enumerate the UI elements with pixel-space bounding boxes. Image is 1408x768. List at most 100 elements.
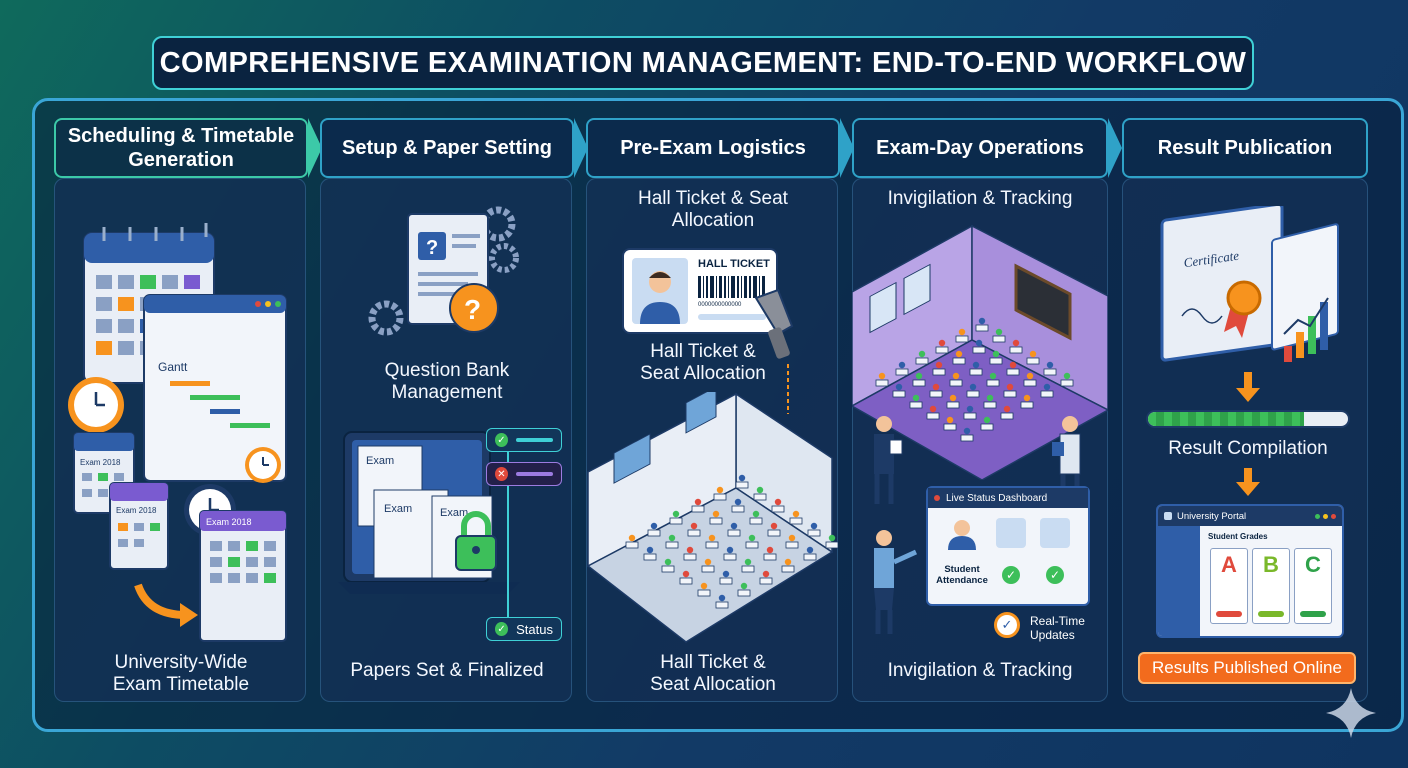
desk bbox=[943, 423, 957, 431]
desk bbox=[735, 481, 749, 489]
desk bbox=[745, 541, 759, 549]
desk bbox=[946, 401, 960, 409]
desk bbox=[683, 553, 697, 561]
desk bbox=[719, 577, 733, 585]
student bbox=[966, 405, 974, 413]
student bbox=[1043, 383, 1051, 391]
header-line: Scheduling & Timetable bbox=[67, 125, 295, 147]
certificate-icon: Certificate bbox=[1160, 206, 1284, 362]
desk bbox=[949, 379, 963, 387]
stage-header-exam-day: Exam-Day Operations bbox=[852, 118, 1108, 178]
live-status-dashboard: Live Status Dashboard Student Attendance… bbox=[926, 486, 1090, 606]
calendar-icon: Exam 2018 bbox=[199, 510, 287, 642]
ticket-code: 0000000000000 bbox=[698, 302, 742, 308]
portal-logo-icon bbox=[1164, 512, 1172, 520]
hall-ticket-card: HALL TICKET 0000000000000 bbox=[622, 248, 778, 334]
svg-text:Exam 2018: Exam 2018 bbox=[80, 458, 121, 467]
desk bbox=[825, 541, 838, 549]
gear-icon bbox=[368, 300, 404, 336]
student bbox=[969, 383, 977, 391]
student bbox=[664, 558, 672, 566]
desk bbox=[691, 505, 705, 513]
status-badge: ✓ Status bbox=[486, 617, 562, 641]
sparkle-icon bbox=[1326, 688, 1376, 738]
scheduling-illustration: Gantt Exam 2018 Exam 2018 Exam 2018 bbox=[68, 223, 287, 642]
student bbox=[1029, 350, 1037, 358]
student bbox=[788, 534, 796, 542]
caption-line: Hall Ticket & Seat bbox=[638, 188, 788, 209]
student bbox=[1012, 339, 1020, 347]
student bbox=[766, 546, 774, 554]
desk bbox=[1060, 379, 1074, 387]
student bbox=[983, 416, 991, 424]
page-title: COMPREHENSIVE EXAMINATION MANAGEMENT: EN… bbox=[152, 36, 1254, 90]
student bbox=[806, 546, 814, 554]
stage-caption: Question Bank Management bbox=[320, 360, 574, 404]
question-bank-illustration: ? ? bbox=[368, 206, 519, 336]
desk bbox=[759, 577, 773, 585]
caption-line: Hall Ticket & bbox=[650, 341, 756, 362]
results-published-button[interactable]: Results Published Online bbox=[1138, 652, 1356, 684]
student bbox=[722, 570, 730, 578]
ticket-field bbox=[698, 314, 766, 320]
student bbox=[1006, 383, 1014, 391]
svg-text:Exam 2018: Exam 2018 bbox=[206, 517, 252, 527]
student bbox=[1009, 361, 1017, 369]
student bbox=[1046, 361, 1054, 369]
arrow-down-icon bbox=[1236, 372, 1260, 402]
desk bbox=[983, 401, 997, 409]
student bbox=[734, 498, 742, 506]
paper-setting-illustration: Exam Exam Exam bbox=[338, 431, 520, 619]
grade-letter: B bbox=[1263, 552, 1279, 577]
invigilation-room-illustration bbox=[852, 224, 1108, 480]
rejected-status-item: ✕ bbox=[486, 462, 562, 486]
close-icon: ✕ bbox=[495, 467, 508, 481]
desk bbox=[895, 368, 909, 376]
scanner-icon bbox=[754, 288, 794, 414]
clock-icon bbox=[68, 377, 124, 433]
desk bbox=[781, 565, 795, 573]
portal-title: University Portal bbox=[1177, 510, 1247, 522]
student bbox=[1026, 372, 1034, 380]
arrow-down-icon bbox=[1236, 468, 1260, 496]
student bbox=[995, 328, 1003, 336]
student bbox=[748, 534, 756, 542]
student bbox=[932, 383, 940, 391]
check-icon: ✓ bbox=[495, 622, 509, 636]
chevron-arrow-icon bbox=[840, 118, 854, 178]
student bbox=[784, 558, 792, 566]
caption-line: Seat Allocation bbox=[640, 363, 766, 384]
student bbox=[668, 534, 676, 542]
student bbox=[1003, 405, 1011, 413]
arrow-icon bbox=[134, 583, 187, 619]
student bbox=[1063, 372, 1071, 380]
student bbox=[718, 594, 726, 602]
gantt-chart-icon: Gantt bbox=[143, 294, 287, 482]
desk bbox=[763, 553, 777, 561]
desk bbox=[909, 401, 923, 409]
lock-icon bbox=[455, 511, 497, 571]
desk bbox=[789, 517, 803, 525]
student bbox=[726, 546, 734, 554]
student bbox=[694, 498, 702, 506]
student bbox=[963, 427, 971, 435]
desk bbox=[643, 553, 657, 561]
caption-line: University-Wide bbox=[114, 652, 248, 673]
desk bbox=[986, 379, 1000, 387]
desk bbox=[975, 324, 989, 332]
grade-letter: A bbox=[1221, 552, 1237, 577]
university-portal-window: University Portal Student Grades A B C bbox=[1156, 504, 1344, 638]
student bbox=[898, 361, 906, 369]
student bbox=[958, 328, 966, 336]
student bbox=[989, 372, 997, 380]
desk bbox=[709, 517, 723, 525]
grade-card: C bbox=[1294, 548, 1332, 624]
student bbox=[704, 558, 712, 566]
student bbox=[628, 534, 636, 542]
student bbox=[762, 570, 770, 578]
student bbox=[915, 372, 923, 380]
arrow-icon bbox=[180, 603, 198, 627]
student bbox=[810, 522, 818, 530]
desk bbox=[737, 589, 751, 597]
desk bbox=[1000, 412, 1014, 420]
